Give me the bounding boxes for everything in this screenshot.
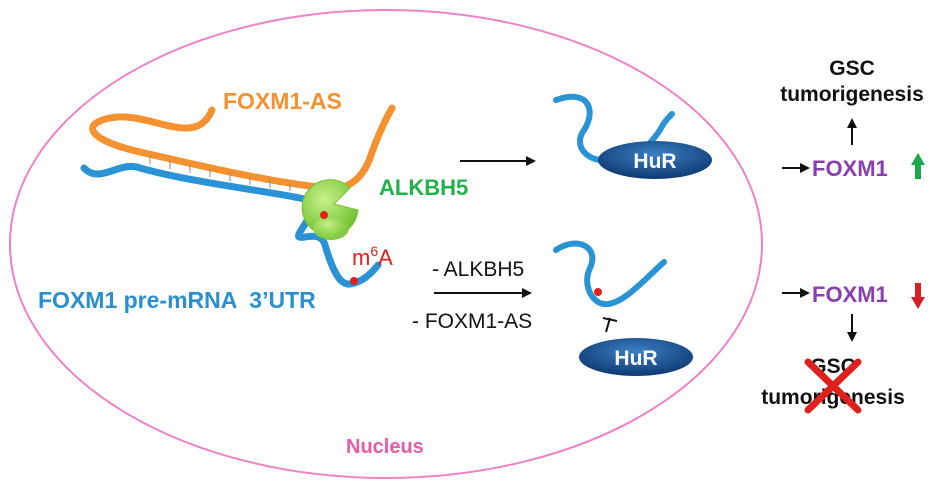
up-arrow-icon [911, 153, 925, 179]
cross-icon [804, 358, 862, 414]
minus-alkbh5-label: - ALKBH5 [432, 258, 524, 281]
alkbh5-label: ALKBH5 [379, 175, 468, 200]
down-arrow-icon [911, 283, 925, 309]
pre-mrna-label: FOXM1 pre-mRNA 3’UTR [38, 287, 316, 313]
bottom-rna-strand [553, 240, 667, 308]
m6a-dot [320, 211, 328, 219]
nucleus-label: Nucleus [346, 436, 424, 458]
inhibition-icon [602, 317, 618, 333]
foxm1-as-strand [89, 104, 396, 193]
minus-foxm1-as-label: - FOXM1-AS [412, 310, 532, 333]
hur-protein-top [598, 141, 712, 179]
hur-label-top: HuR [633, 150, 676, 173]
foxm1-as-label: FOXM1-AS [223, 88, 342, 114]
alkbh5-enzyme-lower [313, 216, 349, 240]
m6a-label: m6A [352, 243, 393, 270]
m6a-dot [350, 277, 358, 285]
foxm1-pre-mrna-strand [80, 162, 382, 288]
hur-label-bottom: HuR [614, 347, 657, 370]
m6a-dot [594, 288, 602, 296]
foxm1-top-label: FOXM1 [812, 156, 888, 181]
foxm1-bottom-label: FOXM1 [812, 282, 888, 307]
hur-protein-bottom [579, 338, 693, 376]
nucleus-outline [9, 9, 763, 479]
gsc-top-line1: GSC [829, 57, 875, 80]
gsc-bottom-line2: tumorigenesis [761, 386, 905, 409]
gsc-top-line2: tumorigenesis [780, 83, 924, 106]
base-pair-ticks [149, 156, 291, 191]
